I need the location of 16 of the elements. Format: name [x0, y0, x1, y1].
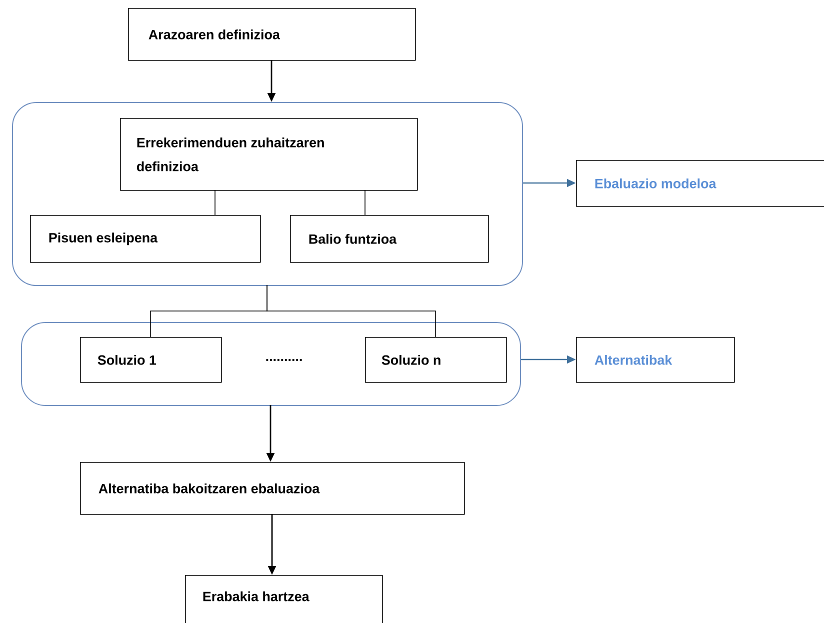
- connector: [266, 284, 436, 338]
- connector: [364, 190, 366, 216]
- ellipsis-dots: ..........: [266, 359, 302, 361]
- output-box: Alternatibak: [576, 337, 735, 383]
- process-box: Errekerimenduen zuhaitzaren definizioa: [120, 118, 418, 191]
- process-box: Alternatiba bakoitzaren ebaluazioa: [80, 462, 465, 515]
- process-box: Balio funtzioa: [290, 214, 489, 263]
- process-box: Arazoaren definizioa: [128, 8, 416, 61]
- group-panel: [21, 322, 521, 406]
- output-box: Ebaluazio modeloa: [576, 160, 824, 207]
- group-panel: [12, 102, 523, 286]
- process-box: Soluzio n: [365, 337, 507, 383]
- process-box: Erabakia hartzea: [185, 574, 383, 623]
- process-box: Soluzio 1: [80, 337, 222, 383]
- connector: [214, 190, 216, 216]
- process-box: Pisuen esleipena: [30, 214, 261, 263]
